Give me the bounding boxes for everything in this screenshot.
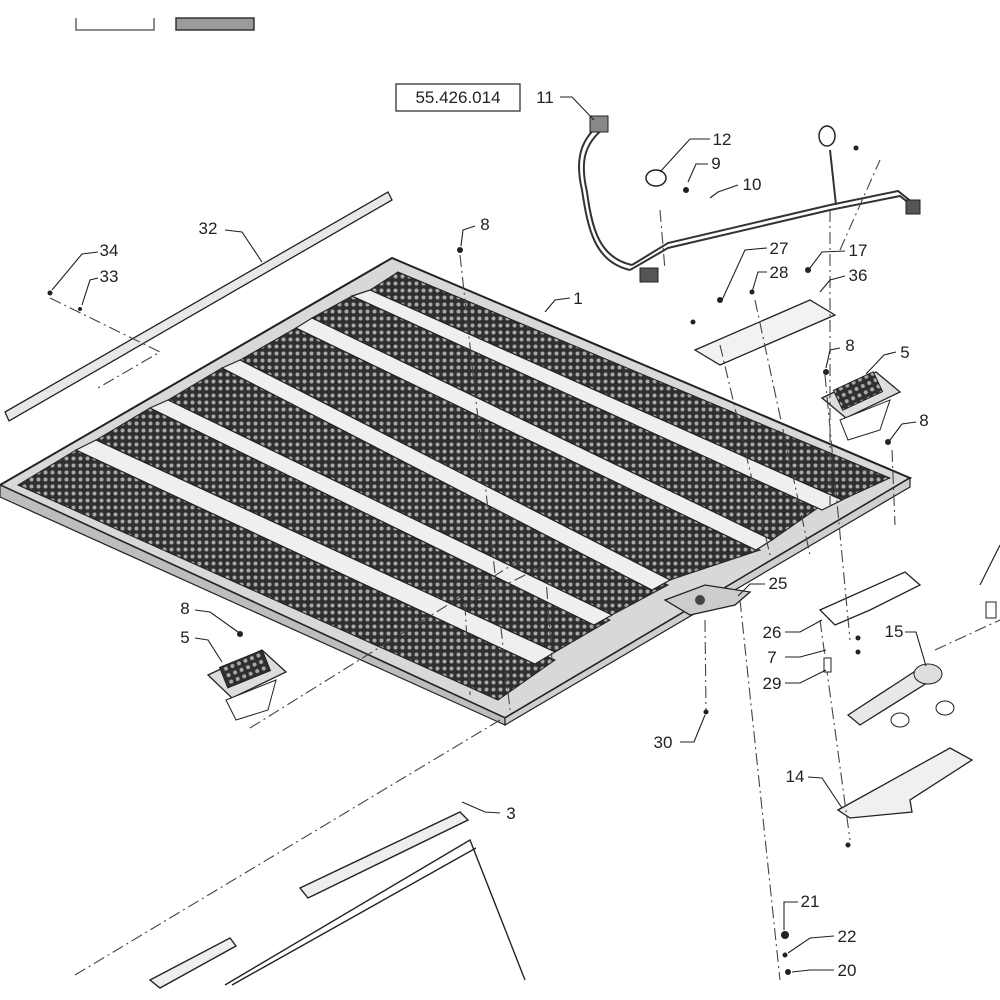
cross-bar — [220, 359, 672, 591]
connector — [905, 199, 921, 215]
cross-bar — [148, 399, 614, 626]
callout-labels: 11 12 9 10 27 28 17 36 32 34 33 8 1 8 5 … — [100, 88, 929, 980]
seal-strip — [4, 191, 393, 422]
callout-12[interactable]: 12 — [713, 130, 732, 149]
callout-26[interactable]: 26 — [763, 623, 782, 642]
cross-bar — [294, 317, 774, 551]
callout-11[interactable]: 11 — [536, 88, 554, 107]
callout-30[interactable]: 30 — [654, 733, 673, 752]
actuator — [846, 663, 955, 728]
cross-bar — [350, 289, 844, 511]
callout-3[interactable]: 3 — [506, 804, 515, 823]
callout-5[interactable]: 5 — [180, 628, 189, 647]
callout-15[interactable]: 15 — [885, 622, 904, 641]
callout-5[interactable]: 5 — [900, 343, 909, 362]
legend-swatch-filled — [175, 17, 255, 31]
callout-8[interactable]: 8 — [919, 411, 928, 430]
latch-assembly — [663, 584, 752, 616]
hardware-fasteners — [47, 145, 891, 975]
sensor-module — [820, 371, 902, 441]
assembly-lines — [49, 159, 1000, 981]
reference-box[interactable]: 55.426.014 — [395, 83, 521, 112]
cross-bar — [74, 439, 557, 665]
callout-20[interactable]: 20 — [838, 961, 857, 980]
callout-14[interactable]: 14 — [786, 767, 805, 786]
callout-27[interactable]: 27 — [770, 239, 789, 258]
callout-8[interactable]: 8 — [480, 215, 489, 234]
connector — [589, 115, 609, 133]
callout-9[interactable]: 9 — [711, 154, 720, 173]
offpage-leader — [979, 544, 1000, 586]
offpage-part — [985, 601, 997, 619]
mesh-panel — [16, 449, 557, 701]
callout-22[interactable]: 22 — [838, 927, 857, 946]
callout-33[interactable]: 33 — [100, 267, 119, 286]
pin — [823, 657, 832, 673]
callout-32[interactable]: 32 — [199, 219, 218, 238]
grommet — [645, 169, 667, 187]
legend-swatches — [75, 17, 255, 31]
callout-17[interactable]: 17 — [849, 241, 868, 260]
callout-8[interactable]: 8 — [845, 336, 854, 355]
lower-panel — [148, 811, 526, 989]
leader-lines — [51, 96, 927, 973]
callout-10[interactable]: 10 — [743, 175, 762, 194]
callout-21[interactable]: 21 — [801, 892, 820, 911]
callout-25[interactable]: 25 — [769, 574, 788, 593]
callout-28[interactable]: 28 — [770, 263, 789, 282]
grommet — [818, 125, 836, 147]
sensor-module — [206, 649, 288, 721]
mounting-plate — [693, 299, 837, 366]
support-bracket — [836, 747, 974, 819]
callout-34[interactable]: 34 — [100, 241, 119, 260]
reference-box-label: 55.426.014 — [415, 88, 500, 107]
callout-1[interactable]: 1 — [573, 289, 582, 308]
callout-29[interactable]: 29 — [763, 674, 782, 693]
legend-swatch-outline — [75, 18, 155, 31]
bracket — [818, 571, 922, 626]
callout-7[interactable]: 7 — [767, 648, 776, 667]
callout-8[interactable]: 8 — [180, 599, 189, 618]
callout-36[interactable]: 36 — [849, 266, 868, 285]
connector — [639, 267, 659, 283]
